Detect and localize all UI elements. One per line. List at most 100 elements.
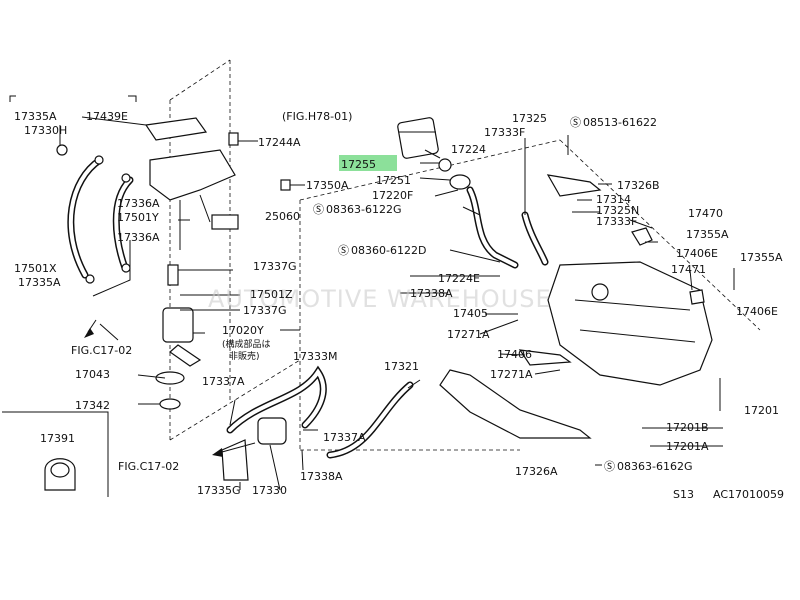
label-17255: 17255 [341, 158, 376, 171]
label-17501X: 17501X [14, 262, 57, 275]
label-17326A: 17326A [515, 465, 558, 478]
label-17342: 17342 [75, 399, 110, 412]
tank-bracket-dash [299, 139, 761, 451]
arrow-fig-c17-bottom [212, 448, 223, 457]
ring-17043 [155, 371, 185, 385]
label-17338A-top: 17338A [410, 287, 453, 300]
label-17335A-top: 17335A [14, 110, 57, 123]
label-17501Z: 17501Z [250, 288, 293, 301]
label-jp-note-2: 非販売) [229, 350, 260, 362]
label-fig-h78: (FIG.H78-01) [282, 110, 352, 123]
label-17501Y: 17501Y [117, 211, 159, 224]
cap-17220F [449, 174, 471, 190]
label-17330: 17330 [252, 484, 287, 497]
screw-17244A [228, 132, 239, 146]
label-08360-mark: Ⓢ [338, 244, 349, 257]
pump-carrier [149, 149, 236, 201]
fuel-tank-17201 [547, 261, 713, 386]
strap-17470 [631, 227, 653, 246]
label-17355A-b: 17355A [740, 251, 783, 264]
clamp-17335A-top [94, 155, 104, 165]
label-section: S13 [673, 488, 694, 501]
leader-lines [59, 116, 735, 491]
oring-17342 [159, 398, 181, 410]
sender-25060 [211, 214, 239, 230]
shield-17326A [439, 369, 592, 439]
label-17338A-bottom: 17338A [300, 470, 343, 483]
label-17330H: 17330H [24, 124, 67, 137]
label-08513-61622: 08513-61622 [583, 116, 657, 129]
hose-17337G [167, 264, 179, 286]
label-17224: 17224 [451, 143, 486, 156]
gasket-17439E [144, 117, 208, 141]
group-bracket [9, 95, 137, 102]
label-17251: 17251 [376, 174, 411, 187]
label-17314: 17314 [596, 193, 631, 206]
label-17471: 17471 [671, 263, 706, 276]
label-17405: 17405 [453, 307, 488, 320]
label-08363-6122G: 08363-6122G [326, 203, 401, 216]
label-17224E: 17224E [438, 272, 480, 285]
strap-17406 [518, 349, 572, 366]
label-fig-c17-bottom: FIG.C17-02 [118, 460, 179, 473]
label-17201B: 17201B [666, 421, 709, 434]
label-17336A-top: 17336A [117, 197, 160, 210]
label-08363-6162G: 08363-6162G [617, 460, 692, 473]
label-17439E: 17439E [86, 110, 128, 123]
clamp-17336A-mid [121, 263, 131, 273]
bracket-17471 [689, 289, 705, 305]
clamp-17336A-top [121, 173, 131, 183]
gasket-17251 [438, 158, 452, 172]
bracket-17326B [546, 174, 602, 197]
clip-17330H [56, 144, 68, 156]
label-17406E-a: 17406E [676, 247, 718, 260]
label-08360-6122D: 08360-6122D [351, 244, 426, 257]
cover-17255-plate [397, 117, 439, 159]
detail-box-17391 [2, 411, 109, 497]
label-17201A: 17201A [666, 440, 709, 453]
label-17244A: 17244A [258, 136, 301, 149]
part-labels: 17335A 17330H 17439E (FIG.H78-01) 17325 … [14, 110, 784, 501]
label-17337A-b: 17337A [323, 431, 366, 444]
label-17337A-a: 17337A [202, 375, 245, 388]
label-17326B: 17326B [617, 179, 660, 192]
highlight-17255 [339, 155, 397, 171]
label-17336A-mid: 17336A [117, 231, 160, 244]
label-fig-c17-top: FIG.C17-02 [71, 344, 132, 357]
label-17355A-a: 17355A [686, 228, 729, 241]
label-jp-note-1: (構成部品は [222, 338, 271, 350]
label-17321: 17321 [384, 360, 419, 373]
pump-17020Y [162, 307, 194, 343]
label-17271A-b: 17271A [490, 368, 533, 381]
label-17337G-a: 17337G [253, 260, 297, 273]
label-17020Y: 17020Y [222, 324, 264, 337]
label-08363-top-mark: Ⓢ [313, 203, 324, 216]
label-17333F-mid: 17333F [596, 215, 637, 228]
label-17325: 17325 [512, 112, 547, 125]
label-17406E-b: 17406E [736, 305, 778, 318]
bolt-17350A [280, 179, 291, 191]
label-17406: 17406 [497, 348, 532, 361]
label-17350A: 17350A [306, 179, 349, 192]
label-17325N: 17325N [596, 204, 639, 217]
label-17391: 17391 [40, 432, 75, 445]
label-17333M: 17333M [293, 350, 337, 363]
label-08363-bottom-mark: Ⓢ [604, 460, 615, 473]
label-08513: Ⓢ [570, 116, 581, 129]
label-17043: 17043 [75, 368, 110, 381]
canister-17330 [257, 417, 287, 445]
label-17271A-a: 17271A [447, 328, 490, 341]
label-17335A-bottom: 17335A [18, 276, 61, 289]
label-17220F: 17220F [372, 189, 413, 202]
label-17333F-top: 17333F [484, 126, 525, 139]
label-17337G-b: 17337G [243, 304, 287, 317]
watermark: AUTOMOTIVE WAREHOUSE [208, 285, 552, 313]
label-17335G: 17335G [197, 484, 241, 497]
label-17201: 17201 [744, 404, 779, 417]
label-25060: 25060 [265, 210, 300, 223]
label-diagram-code: AC17010059 [713, 488, 784, 501]
clamp-17335A-bottom [85, 274, 95, 284]
label-17470: 17470 [688, 207, 723, 220]
